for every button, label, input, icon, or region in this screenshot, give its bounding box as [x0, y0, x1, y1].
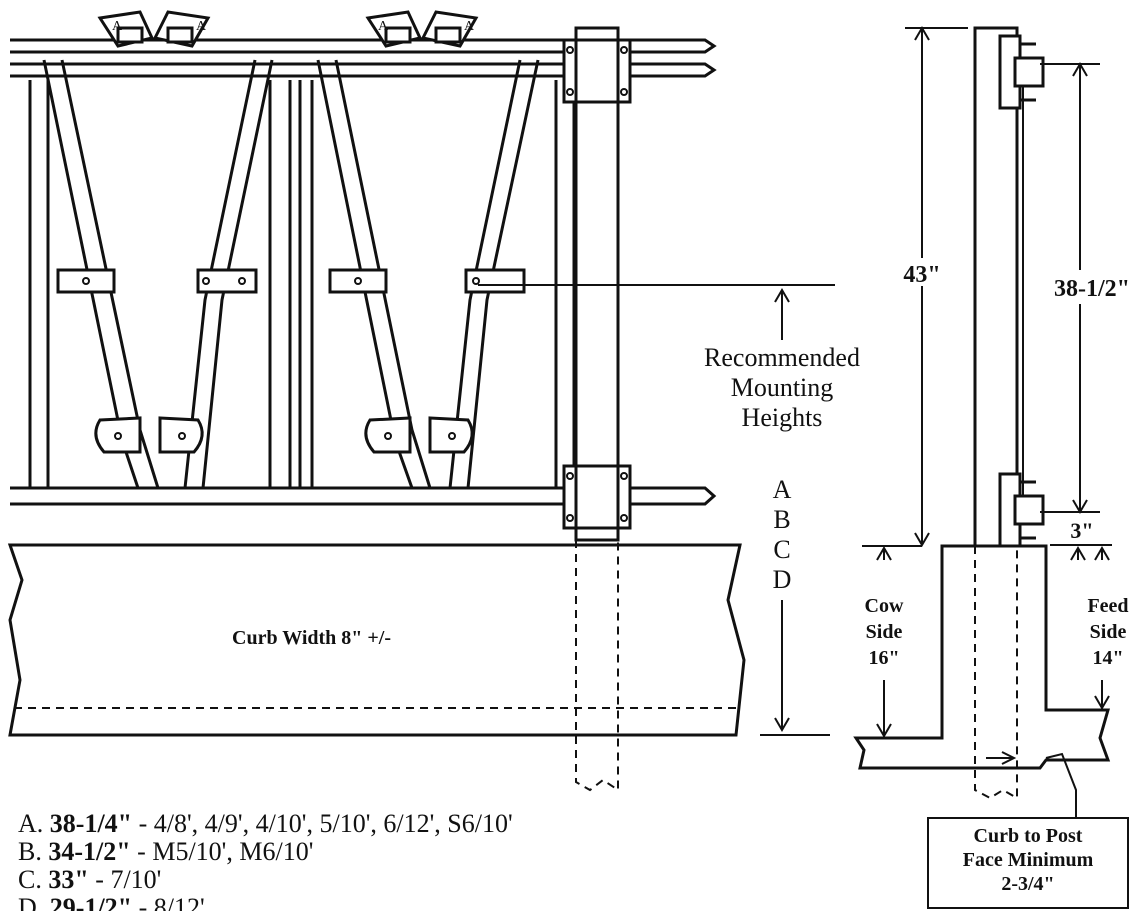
height-letter-c: C: [773, 535, 790, 564]
curb: [7, 543, 746, 737]
lower-tab: [94, 416, 474, 454]
mount-label-line-2: Mounting: [731, 373, 834, 402]
cow-side-line-1: Cow: [865, 595, 904, 617]
svg-text:A: A: [112, 19, 123, 34]
feed-side-line-2: Side: [1090, 621, 1127, 643]
latch-clip: A: [152, 10, 211, 48]
note-line-2: Face Minimum: [963, 849, 1094, 871]
side-bracket-top: [998, 34, 1045, 110]
mount-arrow: [774, 288, 790, 340]
heights-list-item: C. 33" - 7/10': [18, 865, 161, 894]
cow-side-line-2: Side: [866, 621, 903, 643]
heights-list-item: A. 38-1/4" - 4/8', 4/9', 4/10', 5/10', 6…: [18, 809, 513, 838]
heights-list-item: B. 34-1/2" - M5/10', M6/10': [18, 837, 313, 866]
dim-43-line: [905, 26, 968, 547]
heights-list: A. 38-1/4" - 4/8', 4/9', 4/10', 5/10', 6…: [18, 809, 513, 916]
latch-clip: A: [97, 10, 155, 48]
dim-cow-line: [862, 545, 922, 738]
mount-strap: [56, 268, 526, 294]
note-line-1: Curb to Post: [974, 825, 1083, 847]
mount-label-line-3: Heights: [742, 403, 823, 432]
svg-text:A: A: [378, 19, 389, 34]
dim-feed-line: [1070, 546, 1110, 710]
note-line-3: 2-3/4": [1001, 873, 1054, 895]
post-buried: [575, 540, 619, 792]
side-post-buried: [974, 546, 1018, 800]
mount-label-line-1: Recommended: [704, 343, 860, 372]
top-rail-lower: [10, 62, 717, 78]
svg-text:A: A: [464, 19, 475, 34]
front-view: A A A A: [7, 10, 860, 792]
feed-side-line-3: 14": [1092, 647, 1123, 669]
note-box: [927, 817, 1129, 909]
side-bracket-bottom: [998, 472, 1045, 548]
bottom-rail: [10, 486, 717, 506]
height-arrow-down: [774, 600, 790, 732]
dim-43-label: 43": [903, 262, 940, 288]
post-clamp-top: [562, 38, 632, 104]
headlock-bars: [28, 59, 576, 489]
latch-clip: A: [365, 10, 423, 48]
heights-list-item: D. 29-1/2" - 8/12': [18, 893, 205, 911]
height-letter-b: B: [773, 505, 790, 534]
post-clamp-bottom: [562, 464, 632, 530]
curb-label: Curb Width 8" +/-: [232, 627, 391, 649]
cow-side-line-3: 16": [868, 647, 899, 669]
svg-text:A: A: [196, 19, 207, 34]
feed-side-line-1: Feed: [1087, 595, 1128, 617]
height-letter-a: A: [773, 475, 792, 504]
latch-clip: A: [420, 10, 479, 48]
note-leader: [1045, 752, 1077, 818]
min-arrow: [986, 751, 1017, 765]
top-rail: [10, 38, 717, 54]
side-headlock-profile: [1016, 60, 1024, 500]
side-curb: [853, 544, 1111, 770]
side-view: 43" 38-1/2" 3" Cow Side 16" Feed Side 14…: [853, 26, 1136, 909]
dim-38-label: 38-1/2": [1054, 276, 1130, 302]
height-letter-d: D: [773, 565, 792, 594]
dim-3-label: 3": [1070, 518, 1093, 543]
